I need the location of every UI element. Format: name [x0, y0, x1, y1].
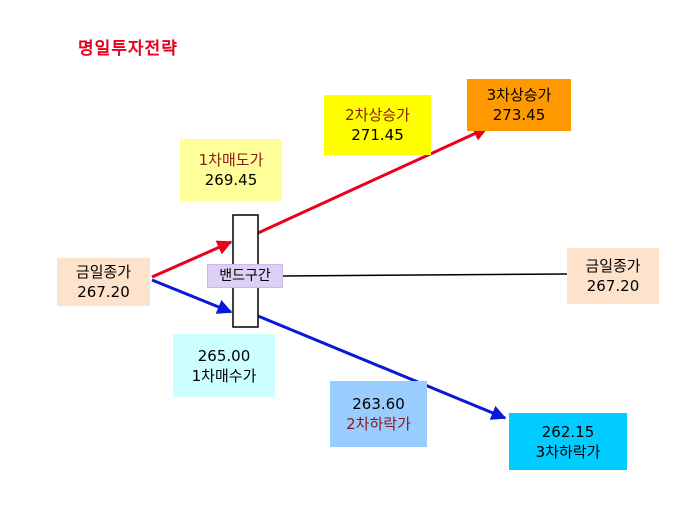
support3-label: 3차하락가: [535, 442, 601, 461]
band-label: 밴드구간: [207, 264, 283, 288]
close-left-value: 267.20: [77, 283, 130, 301]
down-arrow-short: [151, 278, 233, 314]
up-arrow-long: [257, 126, 489, 235]
buy1-box: 265.00 1차매수가: [173, 334, 275, 397]
close-left-label: 금일종가: [75, 263, 132, 281]
sell1-box: 1차매도가 269.45: [180, 139, 282, 201]
resist2-label: 2차상승가: [345, 106, 410, 124]
buy1-value: 265.00: [197, 346, 251, 365]
buy1-label: 1차매수가: [191, 366, 257, 385]
support2-label: 2차하락가: [346, 415, 411, 433]
support3-value: 262.15: [541, 422, 595, 441]
close-right-value: 267.20: [586, 277, 640, 295]
resist2-value: 271.45: [351, 126, 404, 144]
support3-box: 262.15 3차하락가: [509, 413, 627, 470]
down-arrow-long: [257, 314, 507, 420]
resist2-box: 2차상승가 271.45: [324, 95, 431, 155]
close-right-box: 금일종가 267.20: [567, 248, 659, 304]
sell1-value: 269.45: [204, 171, 258, 189]
resist3-label: 3차상승가: [486, 86, 552, 104]
page-title: 명일투자전략: [78, 39, 178, 59]
up-arrow-short: [151, 240, 233, 279]
flat-line: [282, 273, 568, 277]
support2-box: 263.60 2차하락가: [330, 381, 427, 447]
close-right-label: 금일종가: [585, 257, 641, 275]
close-left-box: 금일종가 267.20: [57, 258, 150, 306]
sell1-label: 1차매도가: [198, 151, 264, 169]
resist3-value: 273.45: [492, 106, 546, 124]
resist3-box: 3차상승가 273.45: [467, 79, 571, 131]
support2-value: 263.60: [352, 395, 405, 413]
